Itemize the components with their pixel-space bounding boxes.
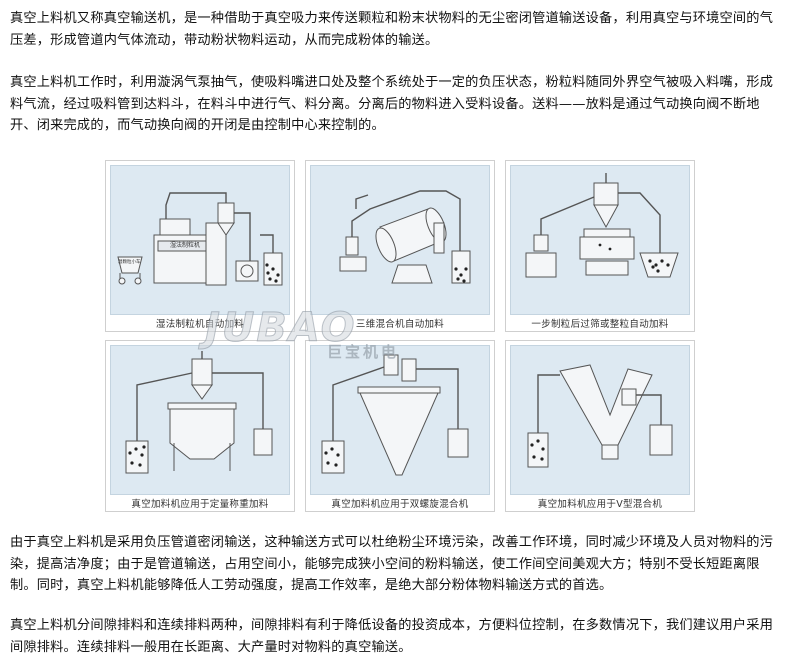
panel-weighing: 真空加料机应用于定量称重加料 — [105, 340, 295, 512]
cart-label: 湿颗粒小车 — [118, 258, 141, 265]
caption-2: 三维混合机自动加料 — [355, 319, 445, 330]
sieving-drawing — [525, 173, 679, 278]
intro-paragraph: 真空上料机又称真空输送机，是一种借助于真空吸力来传送颗粒和粉末状物料的无尘密闭管… — [10, 11, 774, 48]
working-principle-paragraph: 真空上料机工作时，利用漩涡气泵抽气，使吸料嘴进口处及整个系统处于一定的负压状态，… — [10, 75, 774, 133]
panel-3d-mixer: 三维混合机自动加料 — [305, 160, 495, 332]
advantages-paragraph: 由于真空上料机是采用负压管道密闭输送，这种输送方式可以杜绝粉尘环境污染，改善工作… — [10, 535, 774, 593]
caption-6: 真空加料机应用于V型混合机 — [537, 499, 663, 510]
caption-3: 一步制粒后过筛或整粒自动加料 — [531, 319, 669, 330]
panel-double-screw: 真空加料机应用于双螺旋混合机 — [305, 340, 495, 512]
wet-granulator-drawing: 湿法制粒机 湿颗粒小车 — [117, 192, 283, 286]
caption-5: 真空加料机应用于双螺旋混合机 — [331, 499, 469, 510]
panel-v-mixer: 真空加料机应用于V型混合机 — [505, 340, 695, 512]
v-mixer-drawing — [527, 364, 673, 468]
double-screw-drawing — [321, 354, 469, 476]
panel-sieving: 一步制粒后过筛或整粒自动加料 — [505, 160, 695, 332]
application-diagram: 湿法制粒机 湿颗粒小车 湿法制粒机自动加料 — [100, 160, 700, 520]
3d-mixer-drawing — [339, 190, 471, 284]
panel-wet-granulator: 湿法制粒机 湿颗粒小车 湿法制粒机自动加料 — [105, 160, 295, 332]
caption-1: 湿法制粒机自动加料 — [155, 319, 245, 330]
discharge-paragraph: 真空上料机分间隙排料和连续排料两种，间隙排料有利于降低设备的投资成本，方便料位控… — [10, 618, 774, 655]
granulator-label: 湿法制粒机 — [170, 241, 200, 249]
weighing-drawing — [125, 351, 273, 474]
caption-4: 真空加料机应用于定量称重加料 — [131, 499, 269, 510]
